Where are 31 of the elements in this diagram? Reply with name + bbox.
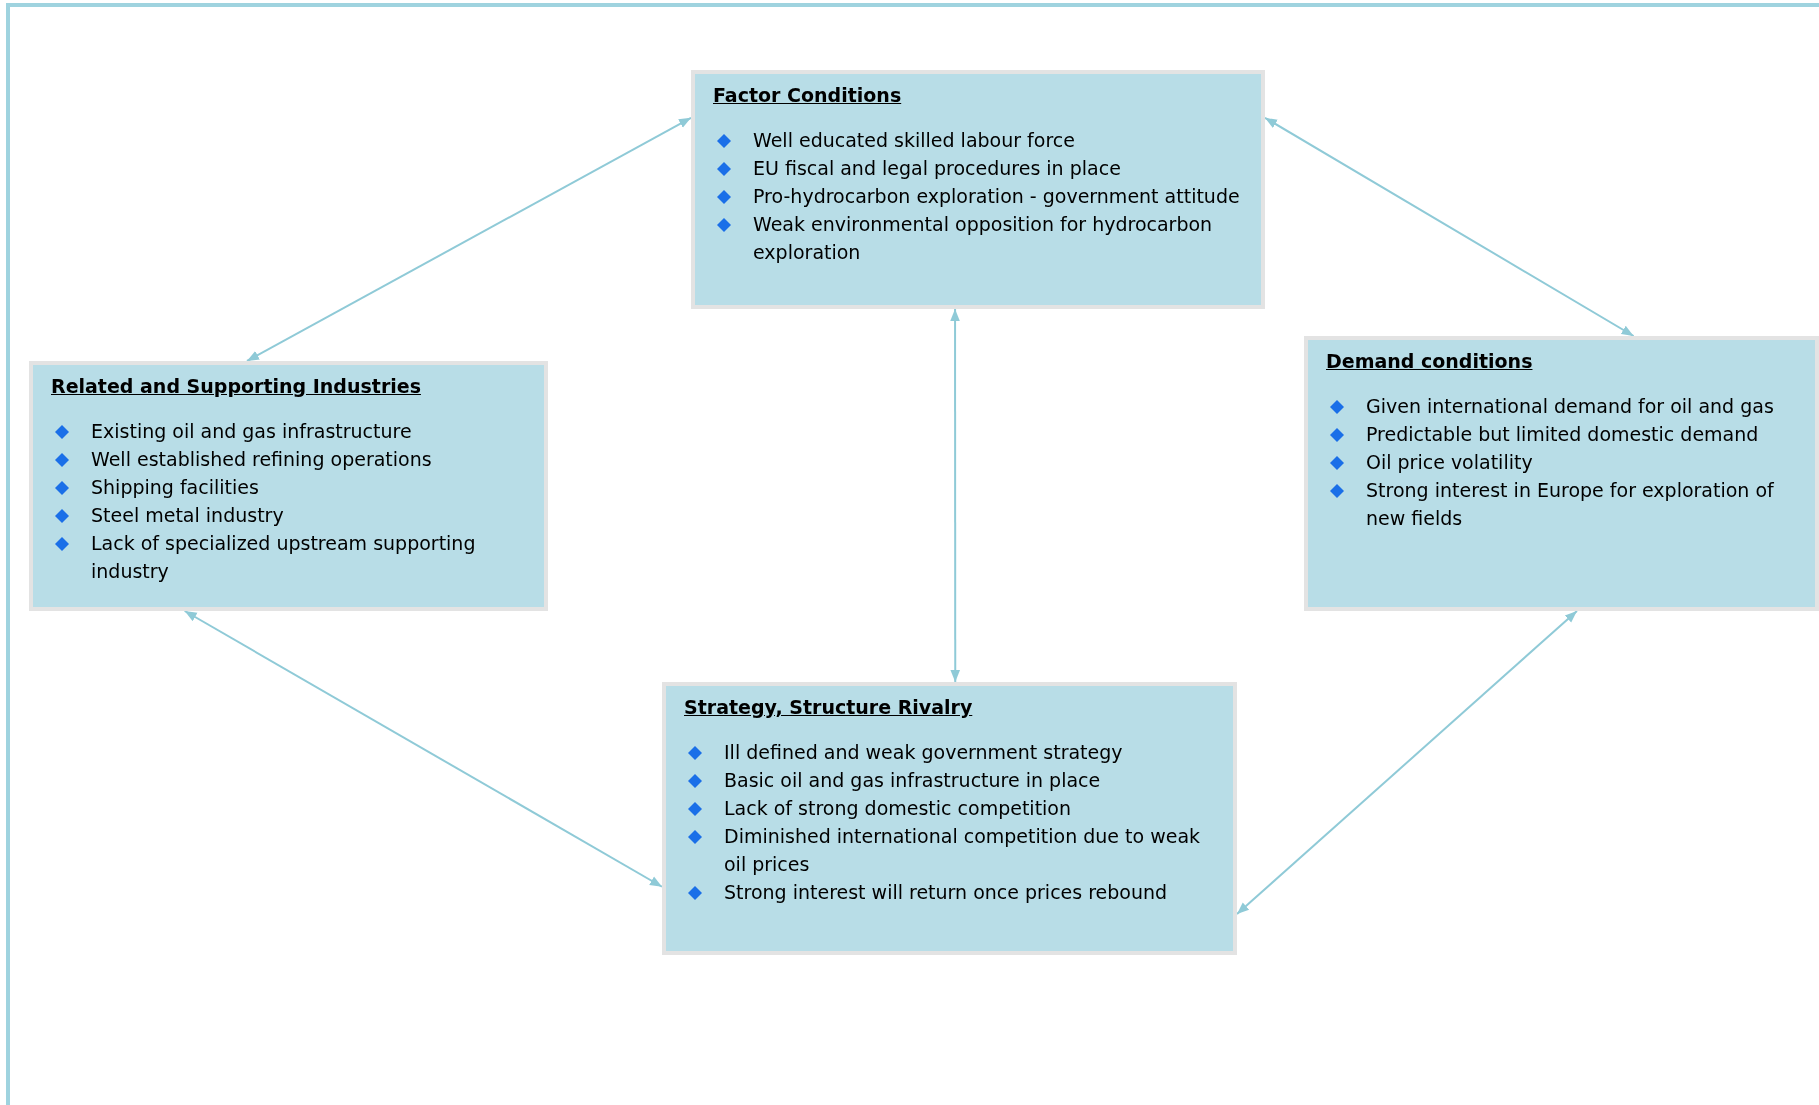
box-heading: Demand conditions bbox=[1326, 350, 1533, 372]
bullet-text: Existing oil and gas infrastructure bbox=[91, 419, 412, 444]
bullet-text: Ill defined and weak government strategy bbox=[724, 740, 1123, 765]
box-heading: Strategy, Structure Rivalry bbox=[684, 696, 973, 718]
bullet-text: Weak environmental opposition for hydrocarbon exploration bbox=[753, 212, 1214, 265]
double-arrow bbox=[1264, 116, 1635, 337]
box-heading: Related and Supporting Industries bbox=[51, 375, 421, 397]
bullet-text: EU fiscal and legal procedures in place bbox=[753, 156, 1121, 181]
text-box bbox=[662, 682, 1237, 955]
bullet-text: Well established refining operations bbox=[91, 447, 432, 472]
bullet-text: Strong interest will return once prices rebound bbox=[724, 880, 1168, 905]
bullet-text: Predictable but limited domestic demand bbox=[1366, 422, 1759, 447]
bullet-text: Lack of strong domestic competition bbox=[724, 796, 1072, 821]
text-box bbox=[29, 361, 548, 611]
text-box bbox=[691, 70, 1265, 309]
bullet-text: Diminished international competition due to weak oil prices bbox=[724, 824, 1202, 877]
double-arrow bbox=[183, 610, 663, 888]
bullet-text: Oil price volatility bbox=[1366, 450, 1533, 475]
bullet-text: Well educated skilled labour force bbox=[753, 128, 1075, 153]
bullet-text: Basic oil and gas infrastructure in place bbox=[724, 768, 1101, 793]
double-arrow bbox=[1236, 610, 1578, 916]
bullet-text: Steel metal industry bbox=[91, 503, 284, 528]
bullet-text: Strong interest in Europe for exploration of new fields bbox=[1366, 478, 1775, 531]
text-box bbox=[1304, 336, 1819, 611]
bullet-text: Pro-hydrocarbon exploration - government attitude bbox=[753, 184, 1240, 209]
box-heading: Factor Conditions bbox=[713, 84, 902, 106]
bullet-text: Lack of specialized upstream supporting industry bbox=[91, 531, 477, 584]
double-arrow bbox=[246, 116, 692, 362]
double-arrow bbox=[950, 308, 961, 683]
bullet-text: Shipping facilities bbox=[91, 475, 259, 500]
bullet-text: Given international demand for oil and gas bbox=[1366, 394, 1774, 419]
